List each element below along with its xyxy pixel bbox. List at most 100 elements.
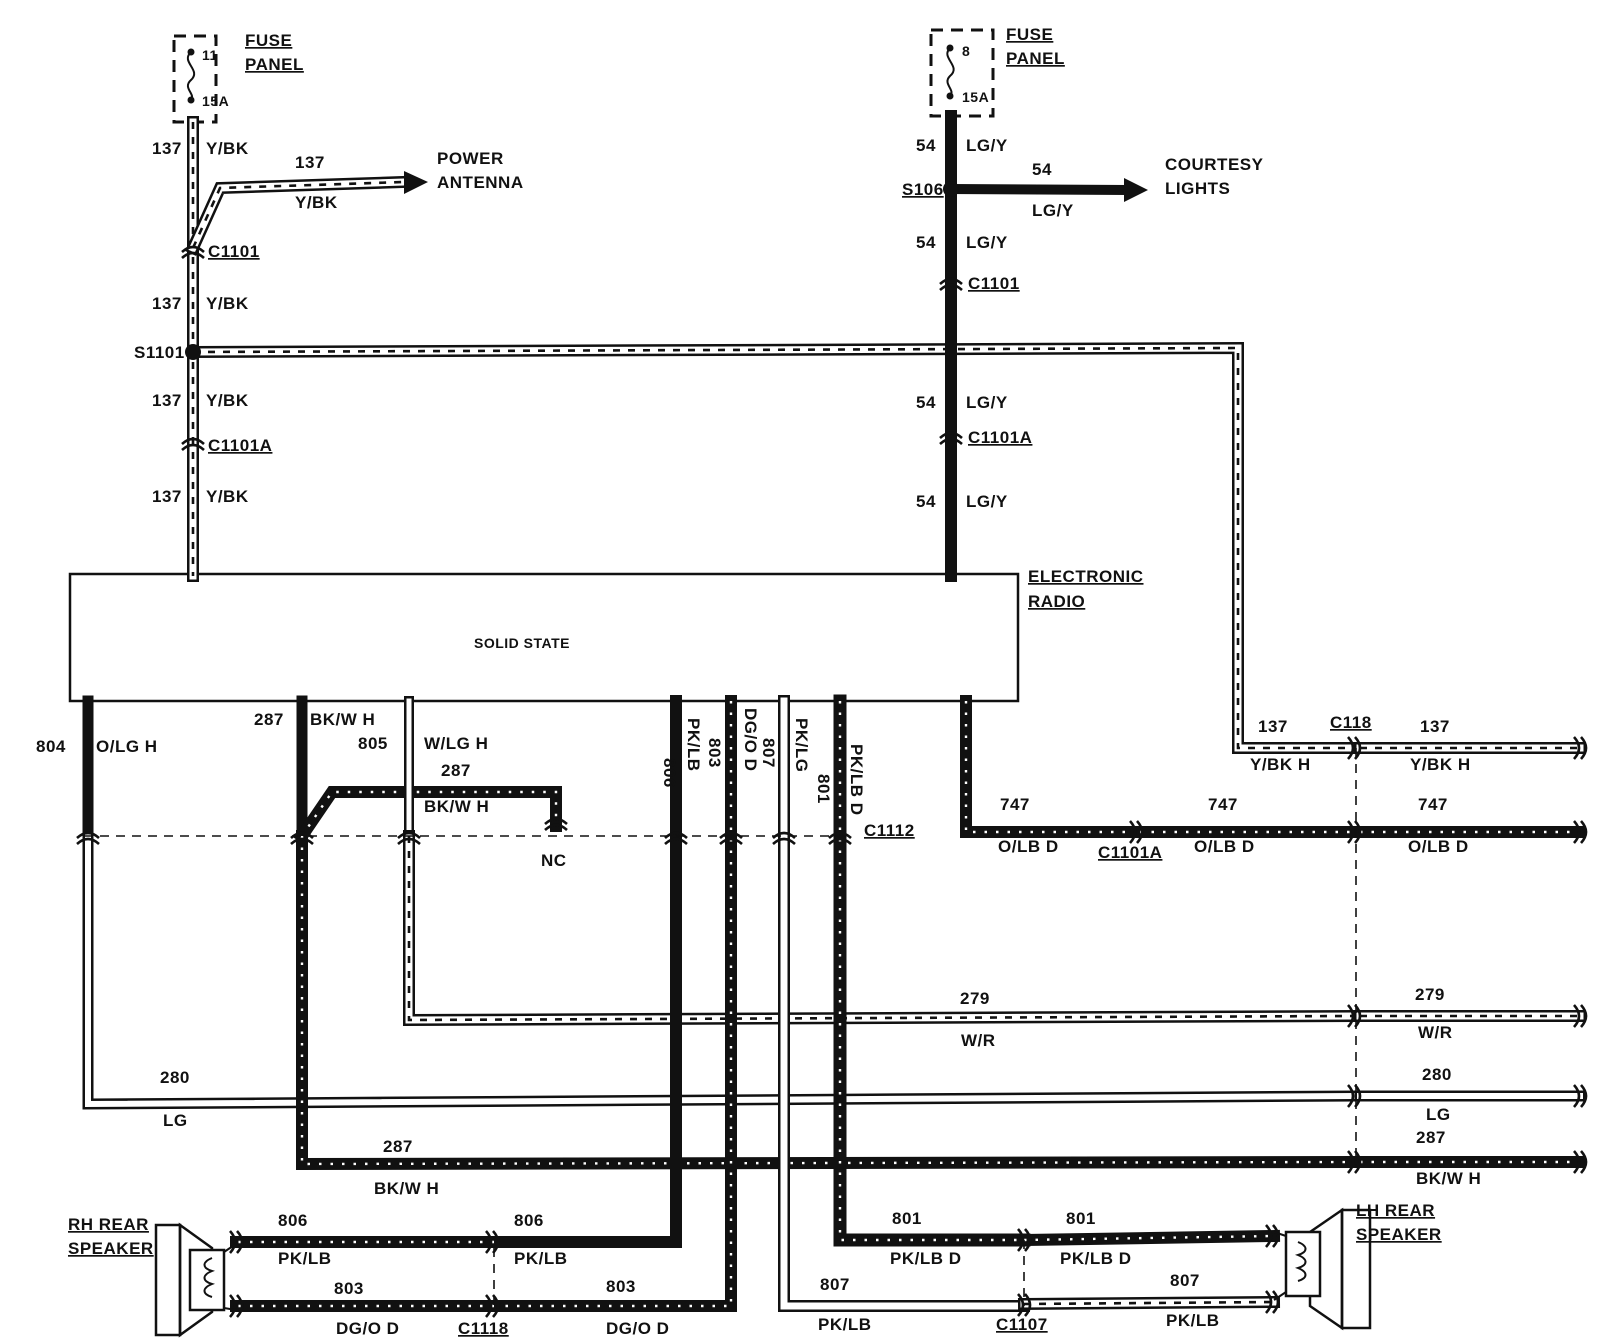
courtesy-lights-label-1: COURTESY [1165,155,1264,174]
connector-c1112-pin-2 [290,831,314,845]
label-803-b: 803 [606,1277,636,1296]
lh-speaker-terminal-2 [1265,1290,1280,1314]
c1101-right-label: C1101 [968,274,1020,293]
connector-c1118-pin-2 [485,1294,500,1318]
power-antenna-label-2: ANTENNA [437,173,524,192]
wire-801 [833,694,1031,1247]
label-287-b: 287 [1416,1128,1446,1147]
label-807-vert-color: PK/LG [792,718,811,772]
wire-807 [778,695,1030,1312]
label-747-a: 747 [1000,795,1030,814]
lh-rear-speaker [1273,1207,1372,1331]
label-137-c-color: Y/BK [206,391,249,410]
label-287-nc-color: BK/W H [424,797,489,816]
wire-801-lh [1017,1229,1281,1247]
connector-c118-pin-1 [1347,736,1362,760]
label-807-b: 807 [1170,1271,1200,1290]
lh-speaker-terminal-1 [1265,1224,1280,1248]
nc-label: NC [541,851,567,870]
label-747-c: 747 [1418,795,1448,814]
label-804-color: O/LG H [96,737,158,756]
connector-c1118-pin-1 [485,1230,500,1254]
c1112-label: C1112 [864,821,915,840]
label-279-a-color: W/R [961,1031,996,1050]
fuse-right-number: 8 [962,43,970,59]
wire-803 [488,695,737,1312]
connector-c1112-pin-1 [76,831,100,845]
label-54-d-color: LG/Y [966,492,1008,511]
label-806-b-color: PK/LB [514,1249,568,1268]
label-54-cl-color: LG/Y [1032,201,1074,220]
label-801-vert-color: PK/LB D [847,744,866,816]
radio-title-1: ELECTRONIC [1028,567,1144,586]
connector-c118-pin-4 [1347,1084,1362,1108]
connector-symbols [76,245,1588,1318]
label-137-ant: 137 [295,153,325,172]
courtesy-lights-label-2: LIGHTS [1165,179,1230,198]
connector-c1112-pin-3 [397,831,421,845]
harness-end-1 [1573,736,1588,760]
rh-rear-speaker [154,1222,237,1338]
courtesy-lights-arrow [1124,178,1148,202]
c118-label: C118 [1330,713,1372,732]
label-807-a-color: PK/LB [818,1315,872,1334]
label-280-b-color: LG [1426,1105,1451,1124]
label-803-vert: 803 [705,738,724,768]
label-747-b-color: O/LB D [1194,837,1255,856]
label-801-b: 801 [1066,1209,1096,1228]
c1118-label: C1118 [458,1319,509,1338]
label-287-a: 287 [383,1137,413,1156]
splice-s1101-label: S1101 [134,343,185,362]
label-806-a: 806 [278,1211,308,1230]
connector-c118-pin-2 [1347,820,1362,844]
radio-body-label: SOLID STATE [474,635,570,651]
electronic-radio-body [68,572,1020,703]
label-287-top: 287 [254,710,284,729]
connector-bodies [84,748,1357,1312]
label-803-a: 803 [334,1279,364,1298]
wire-747 [960,695,1142,838]
fuse-left-number: 11 [202,47,218,63]
rh-speaker-label-1: RH REAR [68,1215,149,1234]
splice-s106 [943,181,959,197]
label-137-e: 137 [1258,717,1288,736]
label-54-cl: 54 [1032,160,1052,179]
wire-137-power-antenna [185,175,411,256]
label-287-b-color: BK/W H [1416,1169,1481,1188]
vertical-wire-labels: 806 PK/LB 803 DG/O D 807 PK/LG 801 PK/LB… [660,708,866,816]
label-279-a: 279 [960,989,990,1008]
label-806-a-color: PK/LB [278,1249,332,1268]
label-137-b-color: Y/BK [206,294,249,313]
splice-s106-label: S106 [902,180,944,199]
wire-280 [82,830,1358,1110]
power-antenna-arrow [404,171,428,194]
label-137-b: 137 [152,294,182,313]
label-747-c-color: O/LB D [1408,837,1469,856]
label-801-a-color: PK/LB D [890,1249,962,1268]
label-804: 804 [36,737,66,756]
label-747-a-color: O/LB D [998,837,1059,856]
label-806-b: 806 [514,1211,544,1230]
connector-c1101a-left [181,437,205,451]
label-747-b: 747 [1208,795,1238,814]
label-137-a-color: Y/BK [206,139,249,158]
connector-c1101-right [939,277,963,291]
label-137-f-color: Y/BK H [1410,755,1471,774]
label-137-a: 137 [152,139,182,158]
label-279-b: 279 [1415,985,1445,1004]
connector-c1112-pin-7 [828,831,852,845]
label-137-d: 137 [152,487,182,506]
connector-c1101a-747 [1129,820,1144,844]
label-279-b-color: W/R [1418,1023,1453,1042]
fuse-panel-left: 11 15A FUSE PANEL [172,31,304,124]
label-137-ant-color: Y/BK [295,193,338,212]
power-antenna-label-1: POWER [437,149,504,168]
connector-c1101a-right [939,431,963,445]
fuse-left-label-2: PANEL [245,55,304,74]
harness-end-2 [1573,820,1588,844]
connector-c1112-pin-4 [664,831,688,845]
label-801-vert: 801 [814,774,833,804]
label-54-a: 54 [916,136,936,155]
label-137-c: 137 [152,391,182,410]
wire-137-splice-to-c118 [186,341,1358,754]
